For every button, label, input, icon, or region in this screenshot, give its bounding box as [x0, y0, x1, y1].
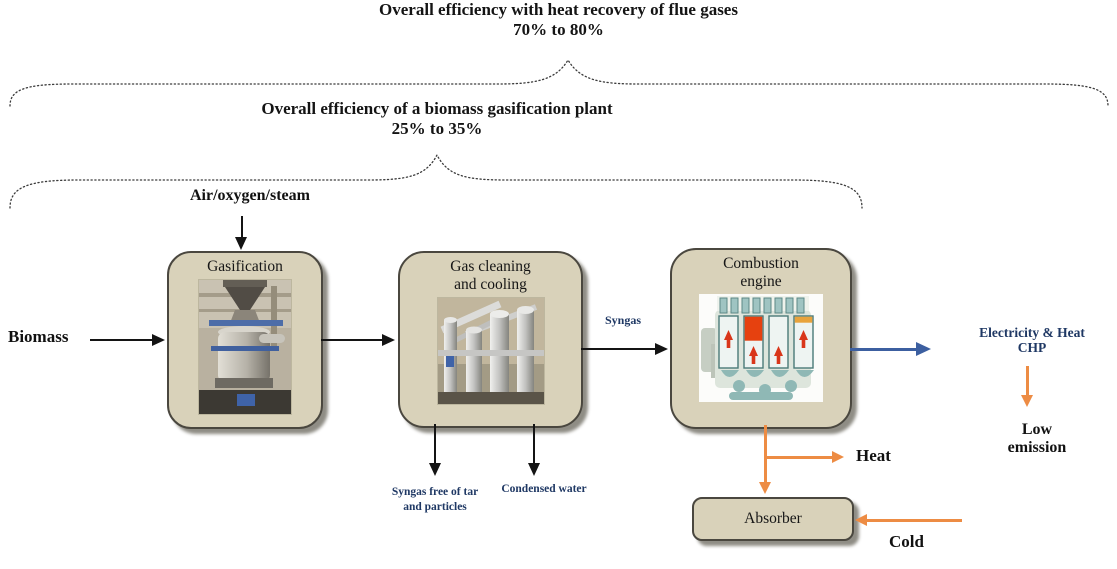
- flue-gas-brace: [9, 58, 1109, 107]
- combustion-engine-title-line1: Combustion: [723, 255, 799, 272]
- gas-cleaning-box-title: Gas cleaning and cooling: [450, 258, 530, 294]
- syngas-free-line1: Syngas free of tar: [391, 486, 479, 498]
- gas-cleaning-photo: [436, 297, 545, 405]
- syngas-free-line2: and particles: [403, 501, 467, 513]
- plant-efficiency-range: 25% to 35%: [391, 119, 483, 138]
- gas-cleaning-title-line1: Gas cleaning: [450, 258, 531, 275]
- air-arrow-line: [241, 216, 243, 238]
- electricity-chp-line2: CHP: [1017, 340, 1047, 355]
- gasification-to-cleaning-arrow-line: [321, 339, 383, 341]
- air-oxygen-steam-label: Air/oxygen/steam: [190, 187, 310, 204]
- low-emission-line2: emission: [1007, 439, 1067, 456]
- low-emission-label: Low emission: [977, 421, 1097, 457]
- syngas-label: Syngas: [604, 313, 642, 327]
- heat-arrow-line: [765, 456, 833, 459]
- low-emission-arrow-line: [1026, 366, 1029, 396]
- engine-to-absorber-head: [759, 482, 771, 494]
- biomass-arrow-head: [152, 333, 165, 346]
- condensed-water-arrow-line: [533, 424, 535, 464]
- electricity-chp-label: Electricity & Heat CHP: [956, 325, 1108, 355]
- gasification-to-cleaning-arrow-head: [382, 333, 395, 346]
- condensed-water-label: Condensed water: [501, 483, 587, 495]
- air-arrow-head: [235, 237, 247, 250]
- heat-label: Heat: [856, 446, 891, 465]
- heat-arrow-head: [832, 451, 844, 463]
- gasifier-photo: [198, 279, 292, 415]
- plant-efficiency-line1: Overall efficiency of a biomass gasifica…: [261, 99, 613, 118]
- low-emission-arrow-head: [1021, 395, 1033, 407]
- absorber-box: Absorber: [692, 497, 854, 541]
- gas-cleaning-title-line2: and cooling: [454, 276, 527, 293]
- engine-to-absorber-line: [764, 425, 767, 483]
- electricity-arrow-line: [850, 348, 918, 351]
- cleaning-to-engine-arrow-head: [655, 342, 668, 355]
- flue-gas-efficiency-title: Overall efficiency with heat recovery of…: [0, 0, 1117, 40]
- low-emission-line1: Low: [1021, 421, 1053, 438]
- cold-arrow-head: [855, 514, 867, 526]
- syngas-free-label: Syngas free of tar and particles: [364, 485, 506, 515]
- plant-brace: [9, 153, 863, 209]
- biomass-label: Biomass: [8, 327, 69, 346]
- electricity-arrow-head: [916, 342, 931, 356]
- plant-efficiency-title: Overall efficiency of a biomass gasifica…: [97, 99, 777, 139]
- biomass-arrow-line: [90, 339, 153, 341]
- combustion-engine-title-line2: engine: [740, 273, 782, 290]
- combustion-engine-box-title: Combustion engine: [723, 255, 799, 291]
- syngas-free-arrow-head: [428, 463, 441, 476]
- flue-gas-efficiency-line1: Overall efficiency with heat recovery of…: [379, 0, 738, 19]
- combustion-engine-box: Combustion engine: [670, 248, 852, 429]
- gasification-box-title: Gasification: [207, 258, 283, 275]
- electricity-chp-line1: Electricity & Heat: [979, 325, 1085, 340]
- cold-label: Cold: [889, 532, 924, 551]
- flue-gas-efficiency-range: 70% to 80%: [513, 20, 604, 39]
- combustion-engine-diagram: [699, 294, 823, 402]
- gas-cleaning-box: Gas cleaning and cooling: [398, 251, 583, 428]
- cleaning-to-engine-arrow-line: [581, 348, 655, 350]
- cold-arrow-line: [866, 519, 962, 522]
- syngas-free-arrow-line: [434, 424, 436, 464]
- absorber-box-title: Absorber: [744, 510, 802, 527]
- gasification-box: Gasification: [167, 251, 323, 429]
- condensed-water-arrow-head: [527, 463, 540, 476]
